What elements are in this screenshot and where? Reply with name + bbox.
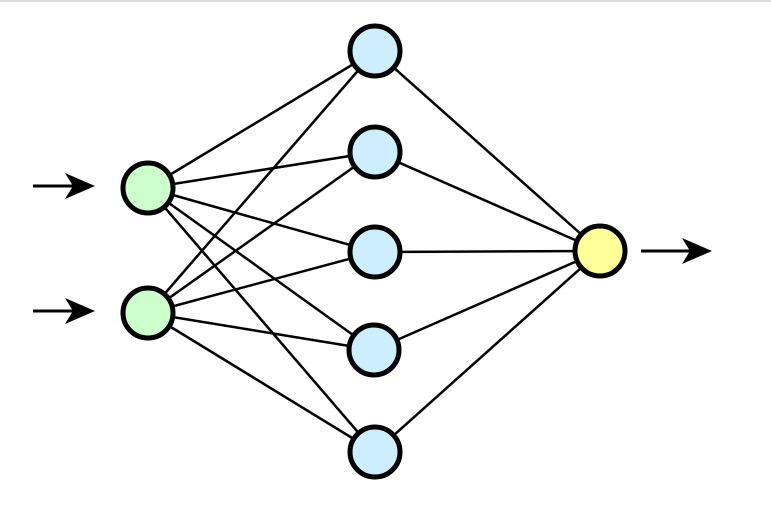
input-arrow-1-head (65, 173, 95, 199)
edge-i2-h5 (147, 311, 376, 454)
output-arrow-head (682, 238, 712, 264)
edge-i1-h3 (147, 186, 376, 254)
input-arrow-2-head (65, 298, 95, 324)
input-node-1 (120, 160, 176, 216)
edge-i2-h3 (147, 250, 376, 315)
edge-h3-o1 (374, 249, 601, 254)
hidden-node-4 (346, 322, 402, 378)
edge-h4-o1 (373, 249, 601, 352)
hidden-node-2 (347, 124, 403, 180)
edge-i1-h1 (147, 49, 376, 190)
edge-h1-o1 (374, 50, 601, 252)
edge-i2-h4 (147, 311, 375, 352)
edge-i1-h2 (147, 150, 376, 190)
edge-i2-h2 (147, 150, 376, 315)
edge-i1-h5 (147, 187, 376, 453)
edge-i1-h4 (147, 186, 375, 352)
hidden-node-1 (347, 23, 403, 79)
edge-h5-o1 (374, 250, 601, 453)
edge-i2-h1 (147, 50, 376, 314)
input-node-2 (120, 285, 176, 341)
edge-h2-o1 (374, 150, 601, 253)
top-edge-divider (0, 0, 771, 2)
hidden-node-5 (347, 424, 403, 480)
hidden-node-3 (347, 224, 403, 280)
output-node (572, 223, 628, 279)
